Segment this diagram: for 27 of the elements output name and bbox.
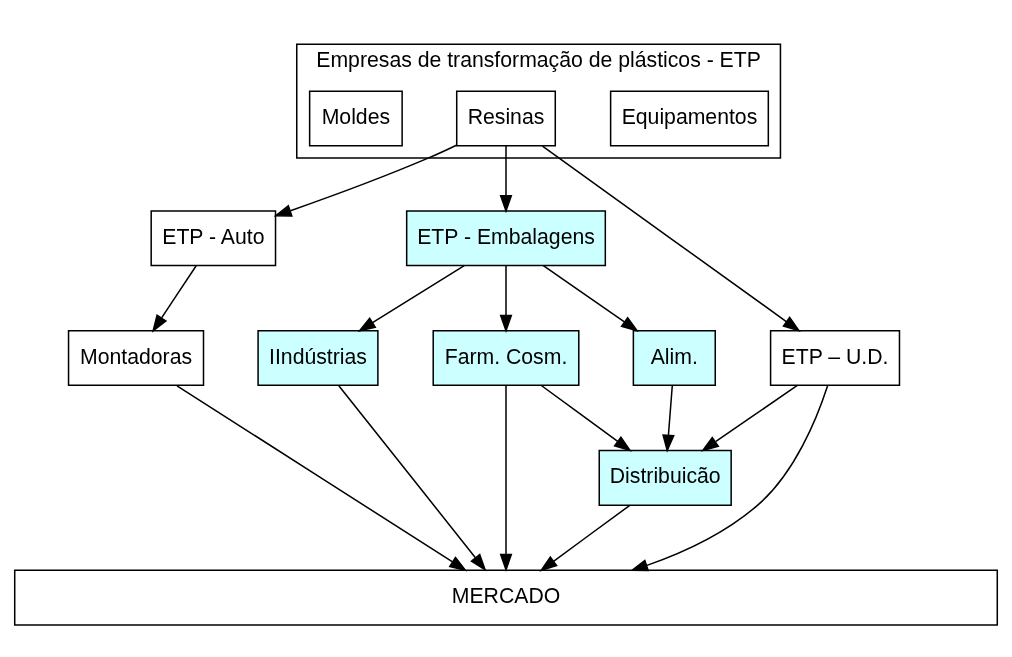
- arrow: [629, 385, 829, 572]
- arrow: [540, 384, 632, 452]
- arrow: [338, 385, 487, 572]
- arrow: [499, 145, 513, 214]
- node-box: Distribuicão: [598, 449, 732, 506]
- arrow: [700, 384, 799, 452]
- arrow: [542, 264, 639, 333]
- node-box: Alim.: [632, 330, 716, 387]
- node-box: ETP - Auto: [150, 210, 277, 267]
- arrow: [357, 264, 466, 332]
- node-box: ETP – U.D.: [769, 330, 901, 387]
- arrow: [273, 144, 458, 217]
- node-box: IIndústrias: [257, 330, 379, 387]
- arrow: [541, 145, 801, 332]
- node-box: Resinas: [455, 90, 557, 147]
- arrow: [499, 385, 513, 573]
- arrow: [662, 384, 675, 453]
- node-box: Montadoras: [67, 330, 205, 387]
- node-box: ETP - Embalagens: [405, 210, 607, 267]
- arrow: [499, 264, 513, 333]
- node-box: Equipamentos: [609, 90, 770, 147]
- arrow: [176, 385, 468, 572]
- node-box: MERCADO: [13, 569, 999, 626]
- node-box: Moldes: [308, 90, 403, 147]
- arrow: [151, 264, 197, 333]
- node-box: Farm. Cosm.: [432, 330, 580, 387]
- arrow: [539, 504, 631, 572]
